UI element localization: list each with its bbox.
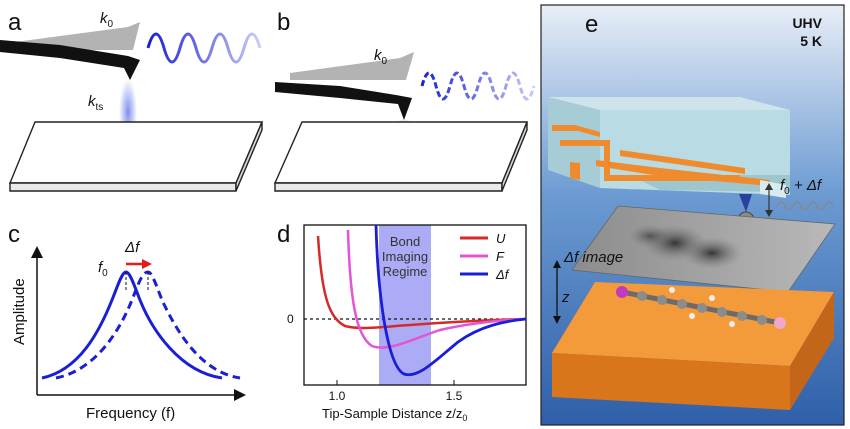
df-image-label: Δf image	[563, 249, 623, 266]
panel-a: a k0 kts	[0, 9, 264, 192]
legend-delta-f: Δf	[495, 267, 510, 282]
panel-d: d Bond Imaging Regime 0 1.0 1.5 Tip-Samp…	[277, 221, 527, 423]
reference-cantilever	[290, 52, 414, 80]
sample-slab	[8, 121, 264, 192]
substrate	[552, 282, 834, 410]
panel-c: c Amplitude Frequency (f) Δf f0	[8, 221, 246, 422]
oscillation-wave	[420, 71, 536, 101]
panel-d-label: d	[277, 221, 290, 248]
cantilever	[275, 82, 412, 120]
c-x-axis-arrow	[234, 389, 246, 401]
region-line-2: Imaging	[382, 249, 428, 264]
z-label: z	[561, 289, 570, 306]
kts-label: kts	[88, 93, 103, 113]
x-tick-1: 1.0	[329, 389, 346, 403]
c-y-label: Amplitude	[11, 278, 28, 345]
df-image-sheet	[571, 205, 836, 293]
x-tick-2: 1.5	[446, 389, 463, 403]
panel-b-label: b	[277, 9, 290, 36]
sensor-body	[548, 97, 790, 212]
panel-c-label: c	[8, 221, 20, 248]
delta-f-label: Δf	[124, 239, 141, 256]
shift-arrowhead	[142, 259, 152, 269]
oscillation-wave	[776, 201, 834, 211]
d-x-label: Tip-Sample Distance z/z0	[322, 406, 467, 423]
c-y-axis-arrow	[31, 246, 43, 258]
panel-b: b k0 kts´	[273, 9, 536, 192]
legend-F: F	[496, 249, 505, 264]
oscillation-arrow-down	[765, 210, 773, 217]
legend-U: U	[496, 231, 506, 246]
y-tick-0: 0	[287, 312, 294, 326]
temperature-label: 5 K	[800, 33, 822, 49]
d-plot-frame	[303, 224, 527, 386]
molecule	[616, 286, 786, 329]
panel-e: e UHV 5 K f0 + Δf C O	[540, 4, 845, 426]
uhv-label: UHV	[792, 15, 822, 31]
z-arrow-up	[553, 260, 561, 268]
region-line-1: Bond	[390, 234, 420, 249]
panel-e-label: e	[585, 11, 598, 38]
z-arrow-down	[553, 316, 561, 324]
panel-a-label: a	[8, 9, 22, 36]
f0-label: f0	[98, 259, 108, 279]
resonance-curve-f0	[41, 270, 223, 380]
reference-cantilever	[15, 22, 140, 50]
c-x-label: Frequency (f)	[86, 405, 175, 422]
oscillation-arrow-up	[765, 183, 773, 190]
curve-U	[316, 235, 527, 330]
region-line-3: Regime	[383, 264, 428, 279]
cantilever	[0, 40, 140, 80]
bond-imaging-region	[379, 225, 431, 385]
curve-F	[346, 229, 527, 349]
curve-delta-f	[374, 224, 527, 377]
k0-label: k0	[374, 47, 388, 67]
d-legend: U F Δf	[460, 231, 510, 282]
oscillation-wave	[146, 32, 262, 64]
sample-slab	[273, 121, 529, 192]
freq-label: f0 + Δf	[780, 177, 823, 197]
k0-label: k0	[100, 10, 114, 30]
